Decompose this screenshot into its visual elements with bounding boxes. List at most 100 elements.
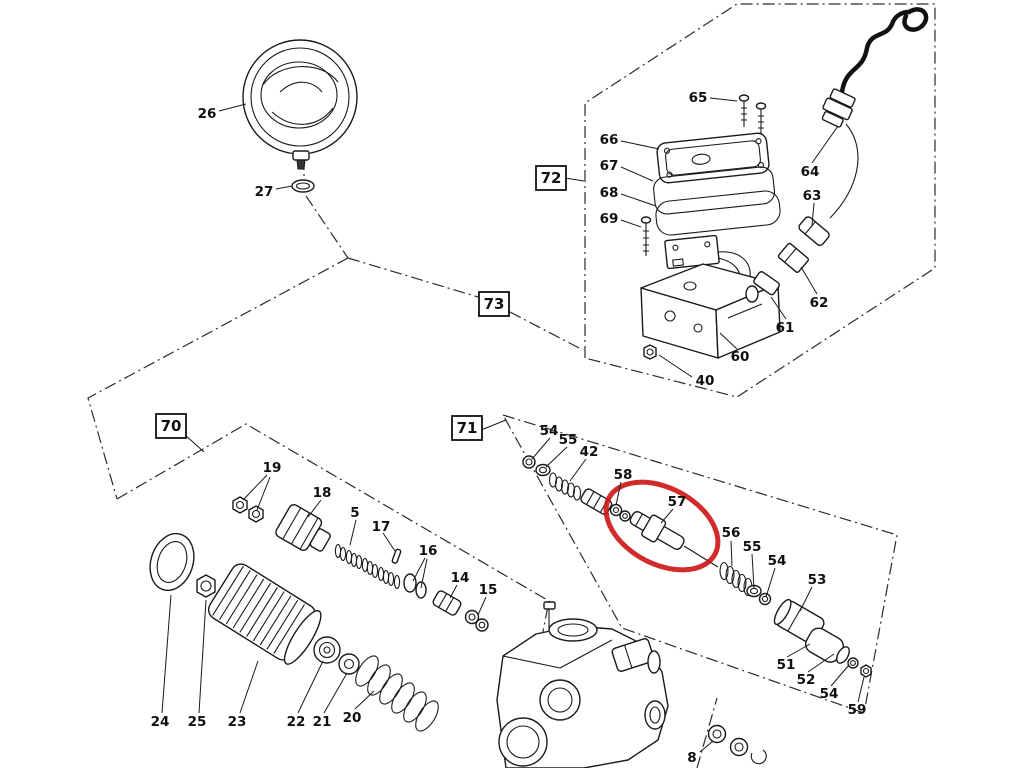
bearing-22 xyxy=(313,636,341,664)
spring-20 xyxy=(355,655,439,732)
boundary-73-right xyxy=(347,257,584,351)
part-label-60-11: 60 xyxy=(731,349,750,365)
part-label-54-13: 54 xyxy=(540,423,559,439)
part-label-21-37: 21 xyxy=(313,714,332,730)
spring-5 xyxy=(334,543,401,590)
part-label-68-5: 68 xyxy=(600,185,619,201)
cover-plate xyxy=(656,132,770,184)
nuts-19 xyxy=(232,496,264,523)
plunger-23 xyxy=(207,563,322,665)
part-label-55-19: 55 xyxy=(743,539,762,555)
part-label-18-27: 18 xyxy=(313,485,332,501)
part-label-16-30: 16 xyxy=(419,543,438,559)
part-label-53-21: 53 xyxy=(808,572,827,588)
svg-text:71: 71 xyxy=(457,419,478,437)
callout-labels: 2627656667686964636261604054554258575655… xyxy=(151,90,867,766)
assembly-label-70: 70 xyxy=(155,413,187,439)
part-label-14-31: 14 xyxy=(451,570,470,586)
part-label-51-22: 51 xyxy=(777,657,796,673)
boundary-71 xyxy=(501,413,898,714)
group-boundaries xyxy=(87,3,936,768)
unloader-valve-assembly xyxy=(522,455,872,678)
strain-relief-63 xyxy=(798,216,830,246)
pin-17 xyxy=(391,548,402,564)
boundary-73-left xyxy=(87,257,349,500)
gasket-68 xyxy=(655,190,781,236)
part-label-57-17: 57 xyxy=(668,494,687,510)
part-label-24-33: 24 xyxy=(151,714,170,730)
nut-25 xyxy=(196,574,216,598)
part-label-25-34: 25 xyxy=(188,714,207,730)
part-label-27-1: 27 xyxy=(255,184,274,200)
spring-42 xyxy=(548,472,582,501)
o-ring-52 xyxy=(836,646,850,664)
elbow-61 xyxy=(745,271,780,303)
part-label-63-8: 63 xyxy=(803,188,822,204)
valve-spool-57 xyxy=(629,511,719,568)
o-ring-54c xyxy=(847,657,859,669)
boundary-70 xyxy=(116,423,550,768)
part-label-22-36: 22 xyxy=(287,714,306,730)
leader-lines xyxy=(161,97,865,753)
plunger-assembly xyxy=(149,496,489,732)
screw-69 xyxy=(640,216,652,256)
part-label-67-4: 67 xyxy=(600,158,619,174)
part-label-69-6: 69 xyxy=(600,211,619,227)
pressure-gauge xyxy=(242,39,358,170)
o-rings-8 xyxy=(707,724,767,765)
part-label-17-29: 17 xyxy=(372,519,391,535)
part-label-62-9: 62 xyxy=(810,295,829,311)
part-label-26-0: 26 xyxy=(198,106,217,122)
part-label-56-18: 56 xyxy=(722,525,741,541)
part-label-20-38: 20 xyxy=(343,710,362,726)
nut-40 xyxy=(643,344,657,360)
part-label-61-10: 61 xyxy=(776,320,795,336)
gauge-o-ring xyxy=(291,179,315,193)
part-label-23-35: 23 xyxy=(228,714,247,730)
pump-manifold xyxy=(496,601,669,768)
part-label-42-15: 42 xyxy=(580,444,599,460)
piston-14 xyxy=(432,590,462,616)
micro-switch xyxy=(664,234,720,270)
gauge-centerline xyxy=(303,152,349,259)
svg-text:72: 72 xyxy=(541,169,562,187)
screw-65a xyxy=(738,94,750,127)
part-label-55-14: 55 xyxy=(559,432,578,448)
o-rings-15 xyxy=(464,609,489,632)
part-label-5-28: 5 xyxy=(350,505,359,521)
part-label-40-12: 40 xyxy=(696,373,715,389)
assembly-label-72: 72 xyxy=(535,165,567,191)
assembly-label-73: 73 xyxy=(478,291,510,317)
o-rings-58 xyxy=(609,503,631,522)
part-label-8-39: 8 xyxy=(687,750,696,766)
washer-55a xyxy=(535,463,551,477)
part-label-19-26: 19 xyxy=(263,460,282,476)
part-label-54-20: 54 xyxy=(768,553,787,569)
switch-housing xyxy=(640,263,781,359)
seal-ring-24 xyxy=(149,532,195,592)
washer-21 xyxy=(338,653,360,675)
gland-18 xyxy=(275,504,331,552)
part-label-59-25: 59 xyxy=(848,702,867,718)
part-label-54-24: 54 xyxy=(820,686,839,702)
part-label-64-7: 64 xyxy=(801,164,820,180)
gasket-67 xyxy=(653,166,776,215)
svg-text:70: 70 xyxy=(161,417,182,435)
o-ring-54b xyxy=(758,592,772,606)
part-label-52-23: 52 xyxy=(797,672,816,688)
fitting-62 xyxy=(777,242,810,274)
control-box-assembly xyxy=(640,7,929,360)
part-label-15-32: 15 xyxy=(479,582,498,598)
seals-16 xyxy=(403,573,427,599)
highlight-ring xyxy=(603,479,721,573)
part-label-65-2: 65 xyxy=(689,90,708,106)
nut-59 xyxy=(860,664,872,678)
assembly-label-71: 71 xyxy=(451,415,483,441)
svg-text:73: 73 xyxy=(484,295,505,313)
screw-65b xyxy=(755,102,767,134)
part-label-66-3: 66 xyxy=(600,132,619,148)
boundary-bottom xyxy=(696,697,718,768)
